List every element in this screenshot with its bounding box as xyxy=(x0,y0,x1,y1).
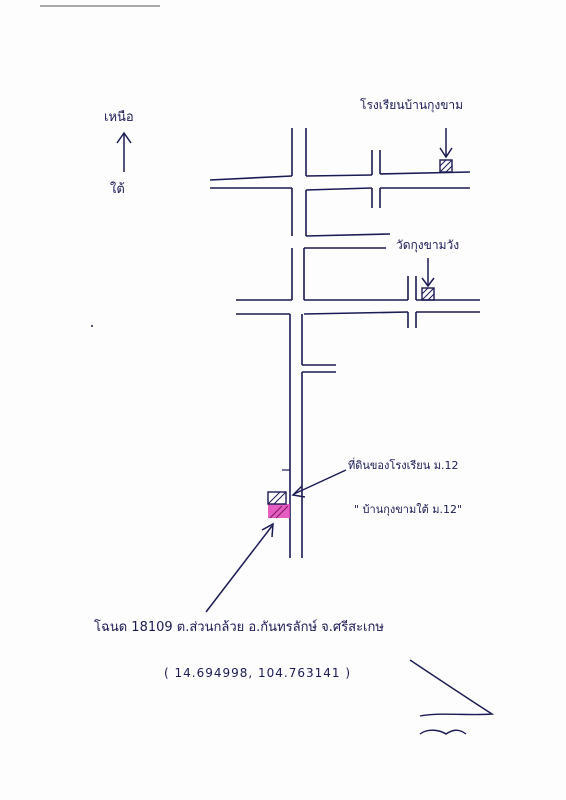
north-label: เหนือ xyxy=(104,110,134,125)
school-label: โรงเรียนบ้านกุงขาม xyxy=(360,98,464,112)
temple-label: วัดกุงขามวัง xyxy=(396,238,460,252)
deed-arrow xyxy=(205,522,274,613)
middle-stub-road xyxy=(304,233,391,249)
site-label-arrow xyxy=(291,469,347,498)
coordinates-text: ( 14.694998, 104.763141 ) xyxy=(164,666,352,680)
lower-road xyxy=(236,276,480,328)
bottom-bend-road xyxy=(302,364,336,373)
stray-dot xyxy=(91,325,93,327)
main-road xyxy=(289,128,307,558)
temple-marker xyxy=(421,287,435,301)
site-label-line1: ที่ดินของโรงเรียน ม.12 xyxy=(348,459,459,472)
top-road xyxy=(209,150,471,208)
site-label-line2: " บ้านกุงขามใต้ ม.12" xyxy=(354,503,463,516)
deed-address: โฉนด 18109 ต.ส่วนกล้วย อ.กันทรลักษ์ จ.ศร… xyxy=(94,620,384,635)
temple-arrow xyxy=(421,258,435,288)
school-marker xyxy=(439,159,453,173)
signature-scribble xyxy=(409,659,495,735)
site-marker xyxy=(267,469,290,519)
school-arrow xyxy=(439,128,453,159)
north-arrow-icon xyxy=(116,131,132,172)
south-label: ใต้ xyxy=(110,182,125,197)
